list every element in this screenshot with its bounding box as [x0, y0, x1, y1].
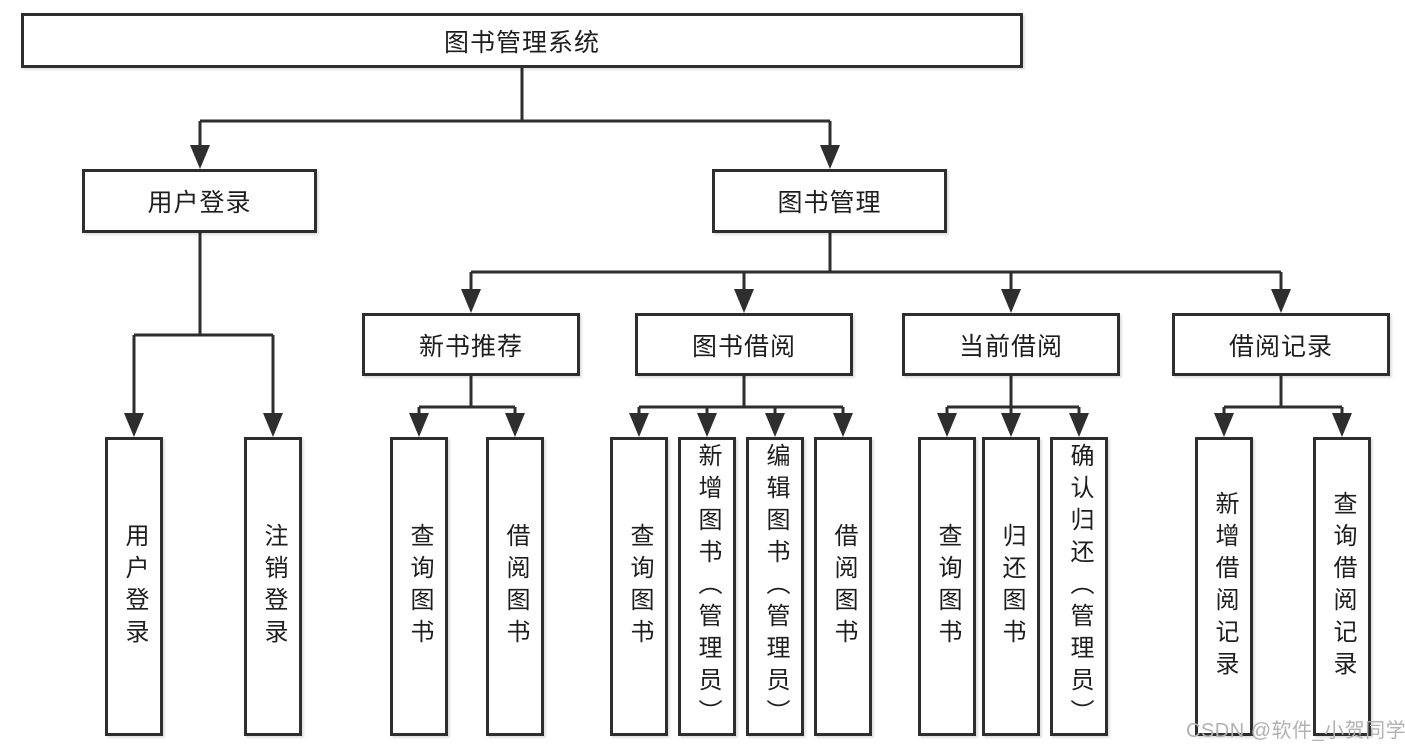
leaf-query-borrow-record: 查询借阅记录: [1313, 437, 1371, 736]
leaf-user-login: 用户登录: [105, 437, 163, 736]
node-book-management: 图书管理: [712, 169, 947, 233]
leaf-add-book-admin: 新增图书（管理员）: [678, 437, 736, 736]
leaf-query-books-borrowing: 查询图书: [610, 437, 668, 736]
node-library-management-system: 图书管理系统: [21, 13, 1023, 68]
node-borrowing-records: 借阅记录: [1172, 313, 1390, 376]
connector-borrowing-records: [1214, 375, 1352, 437]
leaf-add-borrow-record: 新增借阅记录: [1195, 437, 1253, 736]
node-user-login: 用户登录: [82, 169, 317, 233]
connector-current-borrowing: [937, 375, 1089, 437]
node-new-book-recommend: 新书推荐: [362, 313, 580, 376]
node-book-borrowing: 图书借阅: [635, 313, 853, 376]
leaf-query-books-recommend: 查询图书: [390, 437, 448, 736]
leaf-logout-login: 注销登录: [244, 437, 302, 736]
watermark: CSDN @软件_小贺同学: [1186, 720, 1405, 742]
leaf-edit-book-admin: 编辑图书（管理员）: [746, 437, 804, 736]
leaf-borrow-books-borrowing: 借阅图书: [814, 437, 872, 736]
node-current-borrowing: 当前借阅: [902, 313, 1120, 376]
leaf-return-books: 归还图书: [982, 437, 1040, 736]
leaf-query-books-current: 查询图书: [918, 437, 976, 736]
leaf-confirm-return-admin: 确认归还（管理员）: [1050, 437, 1108, 736]
connector-book-borrowing: [629, 375, 853, 437]
connector-book-management: [461, 233, 1291, 313]
connector-root: [190, 68, 840, 169]
connector-new-book-recommend: [409, 375, 525, 437]
connector-user-login: [124, 233, 283, 437]
leaf-borrow-books-recommend: 借阅图书: [486, 437, 544, 736]
